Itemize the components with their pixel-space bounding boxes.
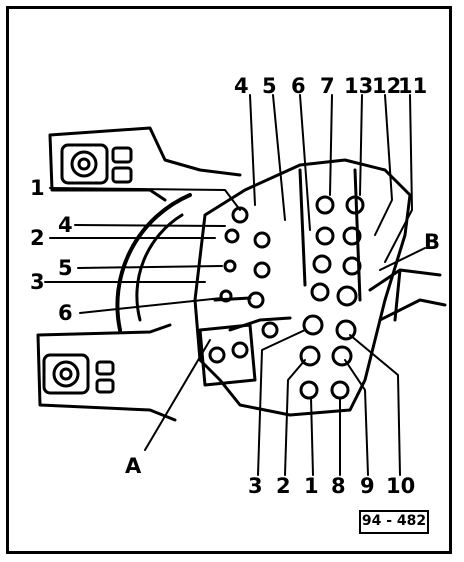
callout-top-6: 12 bbox=[372, 74, 402, 98]
callout-letter-b: B bbox=[424, 230, 441, 254]
callout-bottom-6: 10 bbox=[386, 474, 416, 498]
callout-left-1: 1 bbox=[30, 176, 45, 200]
figure-frame bbox=[6, 6, 452, 554]
callout-left-4: 5 bbox=[58, 256, 73, 280]
callout-top-4: 7 bbox=[320, 74, 335, 98]
callout-top-5: 13 bbox=[344, 74, 374, 98]
callout-left-6: 6 bbox=[58, 301, 73, 325]
callout-left-5: 3 bbox=[30, 270, 45, 294]
callout-left-2: 4 bbox=[58, 213, 73, 237]
callout-top-3: 6 bbox=[291, 74, 306, 98]
callout-letter-a: A bbox=[125, 454, 142, 478]
figure-reference: 94 - 482 bbox=[359, 510, 429, 534]
callout-bottom-3: 1 bbox=[304, 474, 319, 498]
callout-top-1: 4 bbox=[234, 74, 249, 98]
callout-bottom-2: 2 bbox=[276, 474, 291, 498]
callout-top-2: 5 bbox=[262, 74, 277, 98]
callout-left-3: 2 bbox=[30, 226, 45, 250]
callout-top-7: 11 bbox=[398, 74, 428, 98]
callout-bottom-1: 3 bbox=[248, 474, 263, 498]
callout-bottom-5: 9 bbox=[360, 474, 375, 498]
callout-bottom-4: 8 bbox=[331, 474, 346, 498]
